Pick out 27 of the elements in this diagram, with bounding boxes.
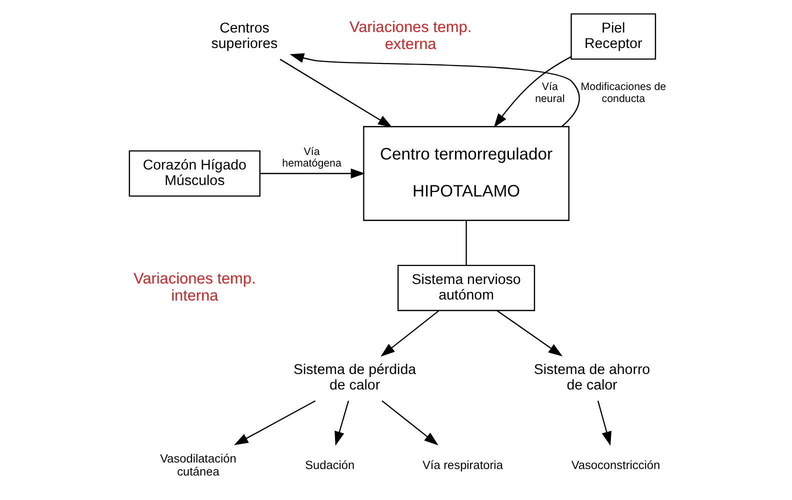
node-text: Vía respiratoria xyxy=(422,458,503,472)
node-text: Vasodilatación cutánea xyxy=(160,451,236,478)
node-text: Centros superiores xyxy=(211,20,278,52)
node-box: Centro termorregulador HIPOTALAMO xyxy=(363,126,570,221)
arrow xyxy=(496,310,563,356)
label: Variaciones temp. interna xyxy=(134,270,256,304)
node-text: Vasoconstricción xyxy=(571,458,660,472)
node-box: Corazón Hígado Músculos xyxy=(128,150,260,197)
arrow xyxy=(260,168,366,178)
node-text: Sistema de pérdida de calor xyxy=(294,362,416,394)
arrow xyxy=(334,400,350,446)
arrow xyxy=(494,56,572,128)
label: Variaciones temp. externa xyxy=(349,19,472,53)
arrow xyxy=(234,400,316,446)
node-text: Sistema de ahorro de calor xyxy=(534,362,650,394)
node-text: Sudación xyxy=(305,458,355,472)
connector xyxy=(466,220,467,266)
edge-label: Vía neural xyxy=(535,81,565,105)
node-box: Sistema nervioso autónom xyxy=(397,264,536,312)
arrow xyxy=(597,400,612,446)
arrow xyxy=(380,310,440,357)
arrow xyxy=(280,58,392,128)
arrow xyxy=(382,400,438,446)
edge-label: Modificaciones de conducta xyxy=(580,81,666,105)
arrow xyxy=(290,53,580,128)
edge-label: Vía hematógena xyxy=(282,146,342,170)
node-box: Piel Receptor xyxy=(570,13,656,60)
